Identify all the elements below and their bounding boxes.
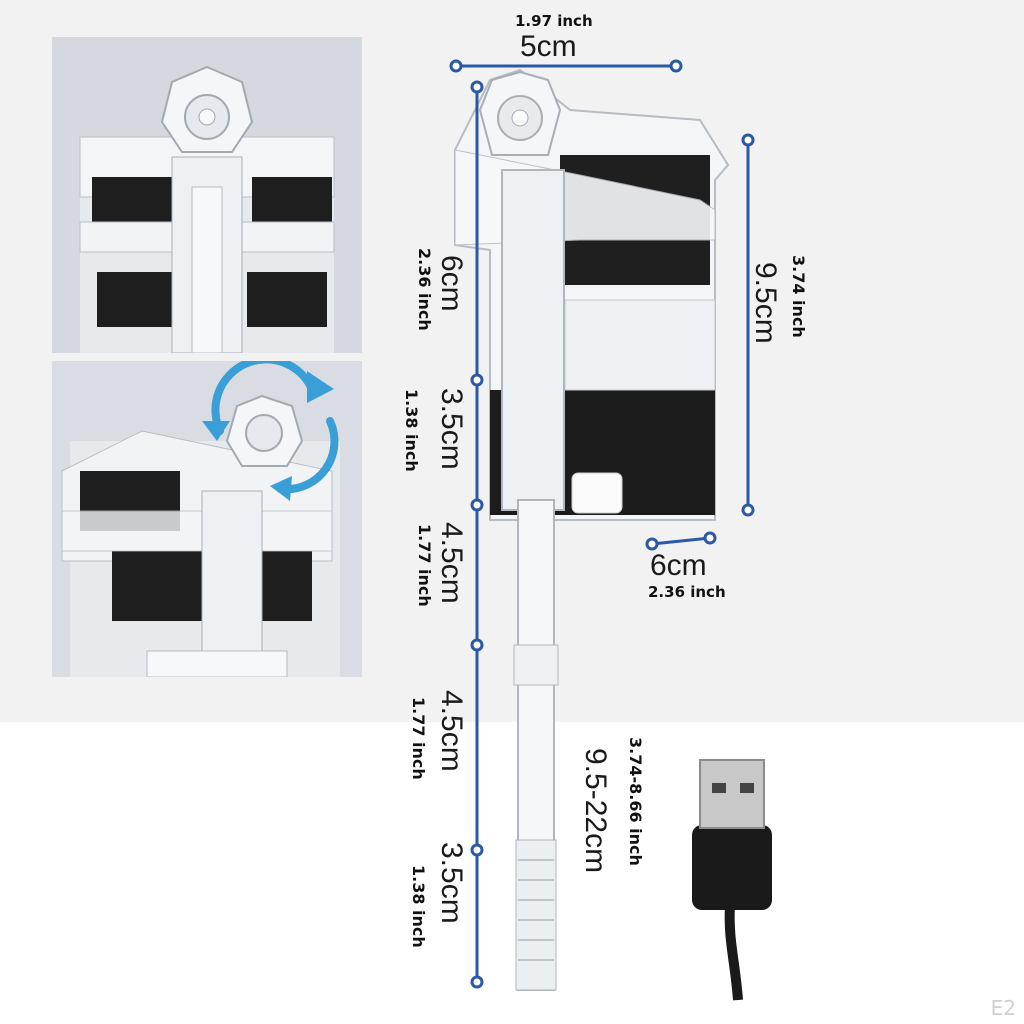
width-cm-label: 5cm: [520, 30, 577, 63]
depth-inch-label: 2.36 inch: [648, 583, 726, 601]
watermark: E2: [990, 996, 1016, 1020]
dimension-endpoints: [449, 59, 755, 989]
tube-length-inch-label: 3.74-8.66 inch: [626, 737, 645, 866]
filter-rotate-photo: [52, 361, 362, 677]
segment5-cm-label: 3.5cm: [435, 842, 468, 924]
dimension-lines: [456, 64, 750, 982]
segment5-inch-label: 1.38 inch: [409, 865, 428, 948]
height-inch-label: 3.74 inch: [789, 255, 808, 338]
segment1-cm-label: 6cm: [435, 255, 468, 312]
depth-cm-label: 6cm: [650, 549, 707, 582]
usb-plug-icon: [692, 759, 772, 1001]
segment4-cm-label: 4.5cm: [435, 690, 468, 772]
flow-knob: [478, 70, 562, 156]
rotate-arrows-icon: [211, 361, 339, 494]
width-inch-label: 1.97 inch: [515, 12, 593, 30]
tube-length-cm-label: 9.5-22cm: [579, 748, 612, 874]
segment4-inch-label: 1.77 inch: [409, 697, 428, 780]
intake-tube: [501, 169, 565, 991]
segment2-cm-label: 3.5cm: [435, 388, 468, 470]
segment3-cm-label: 4.5cm: [435, 522, 468, 604]
height-cm-label: 9.5cm: [749, 262, 782, 344]
segment2-inch-label: 1.38 inch: [402, 389, 421, 472]
segment3-inch-label: 1.77 inch: [415, 524, 434, 607]
filter-closeup-photo: [52, 37, 362, 353]
segment1-inch-label: 2.36 inch: [415, 248, 434, 331]
